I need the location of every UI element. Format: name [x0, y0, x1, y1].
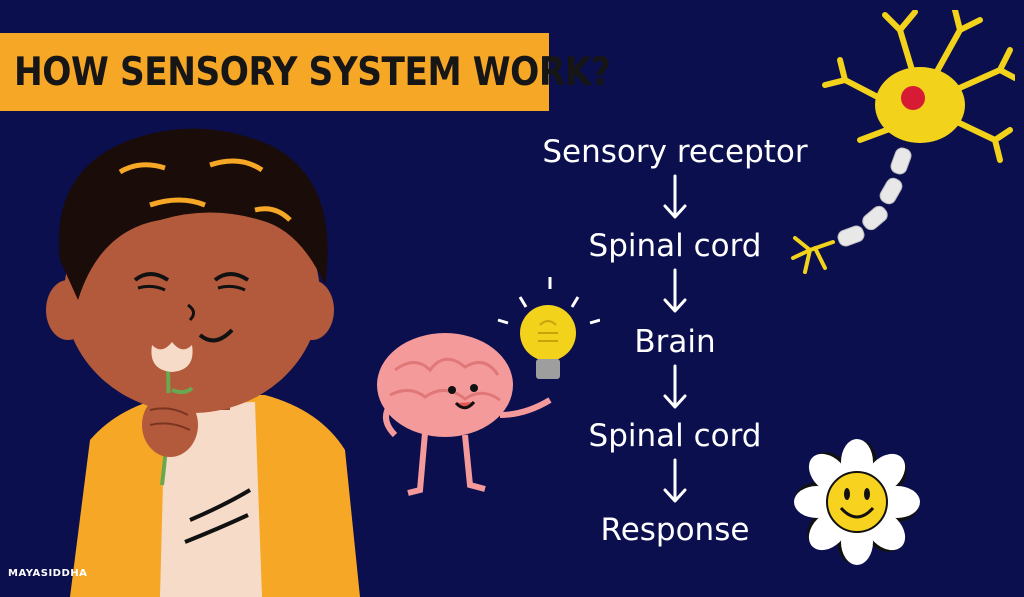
watermark: MAYASIDDHA — [8, 568, 88, 579]
neuron-icon — [791, 10, 1015, 274]
page-title: HOW SENSORY SYSTEM WORK? — [14, 49, 611, 95]
boy-illustration — [46, 128, 360, 597]
down-arrow-icon — [663, 458, 687, 503]
flow-step-sensory-receptor: Sensory receptor — [542, 134, 808, 170]
brain-icon — [377, 277, 600, 496]
down-arrow-icon — [663, 174, 687, 219]
flow-step-spinal-cord-1: Spinal cord — [588, 228, 762, 264]
title-banner: HOW SENSORY SYSTEM WORK? — [0, 33, 611, 111]
flow-step-spinal-cord-2: Spinal cord — [588, 418, 762, 454]
flow-step-response: Response — [600, 512, 750, 548]
down-arrow-icon — [663, 268, 687, 313]
down-arrow-icon — [663, 364, 687, 409]
daisy-smiley-icon — [794, 439, 920, 565]
flow-step-brain: Brain — [634, 324, 716, 360]
